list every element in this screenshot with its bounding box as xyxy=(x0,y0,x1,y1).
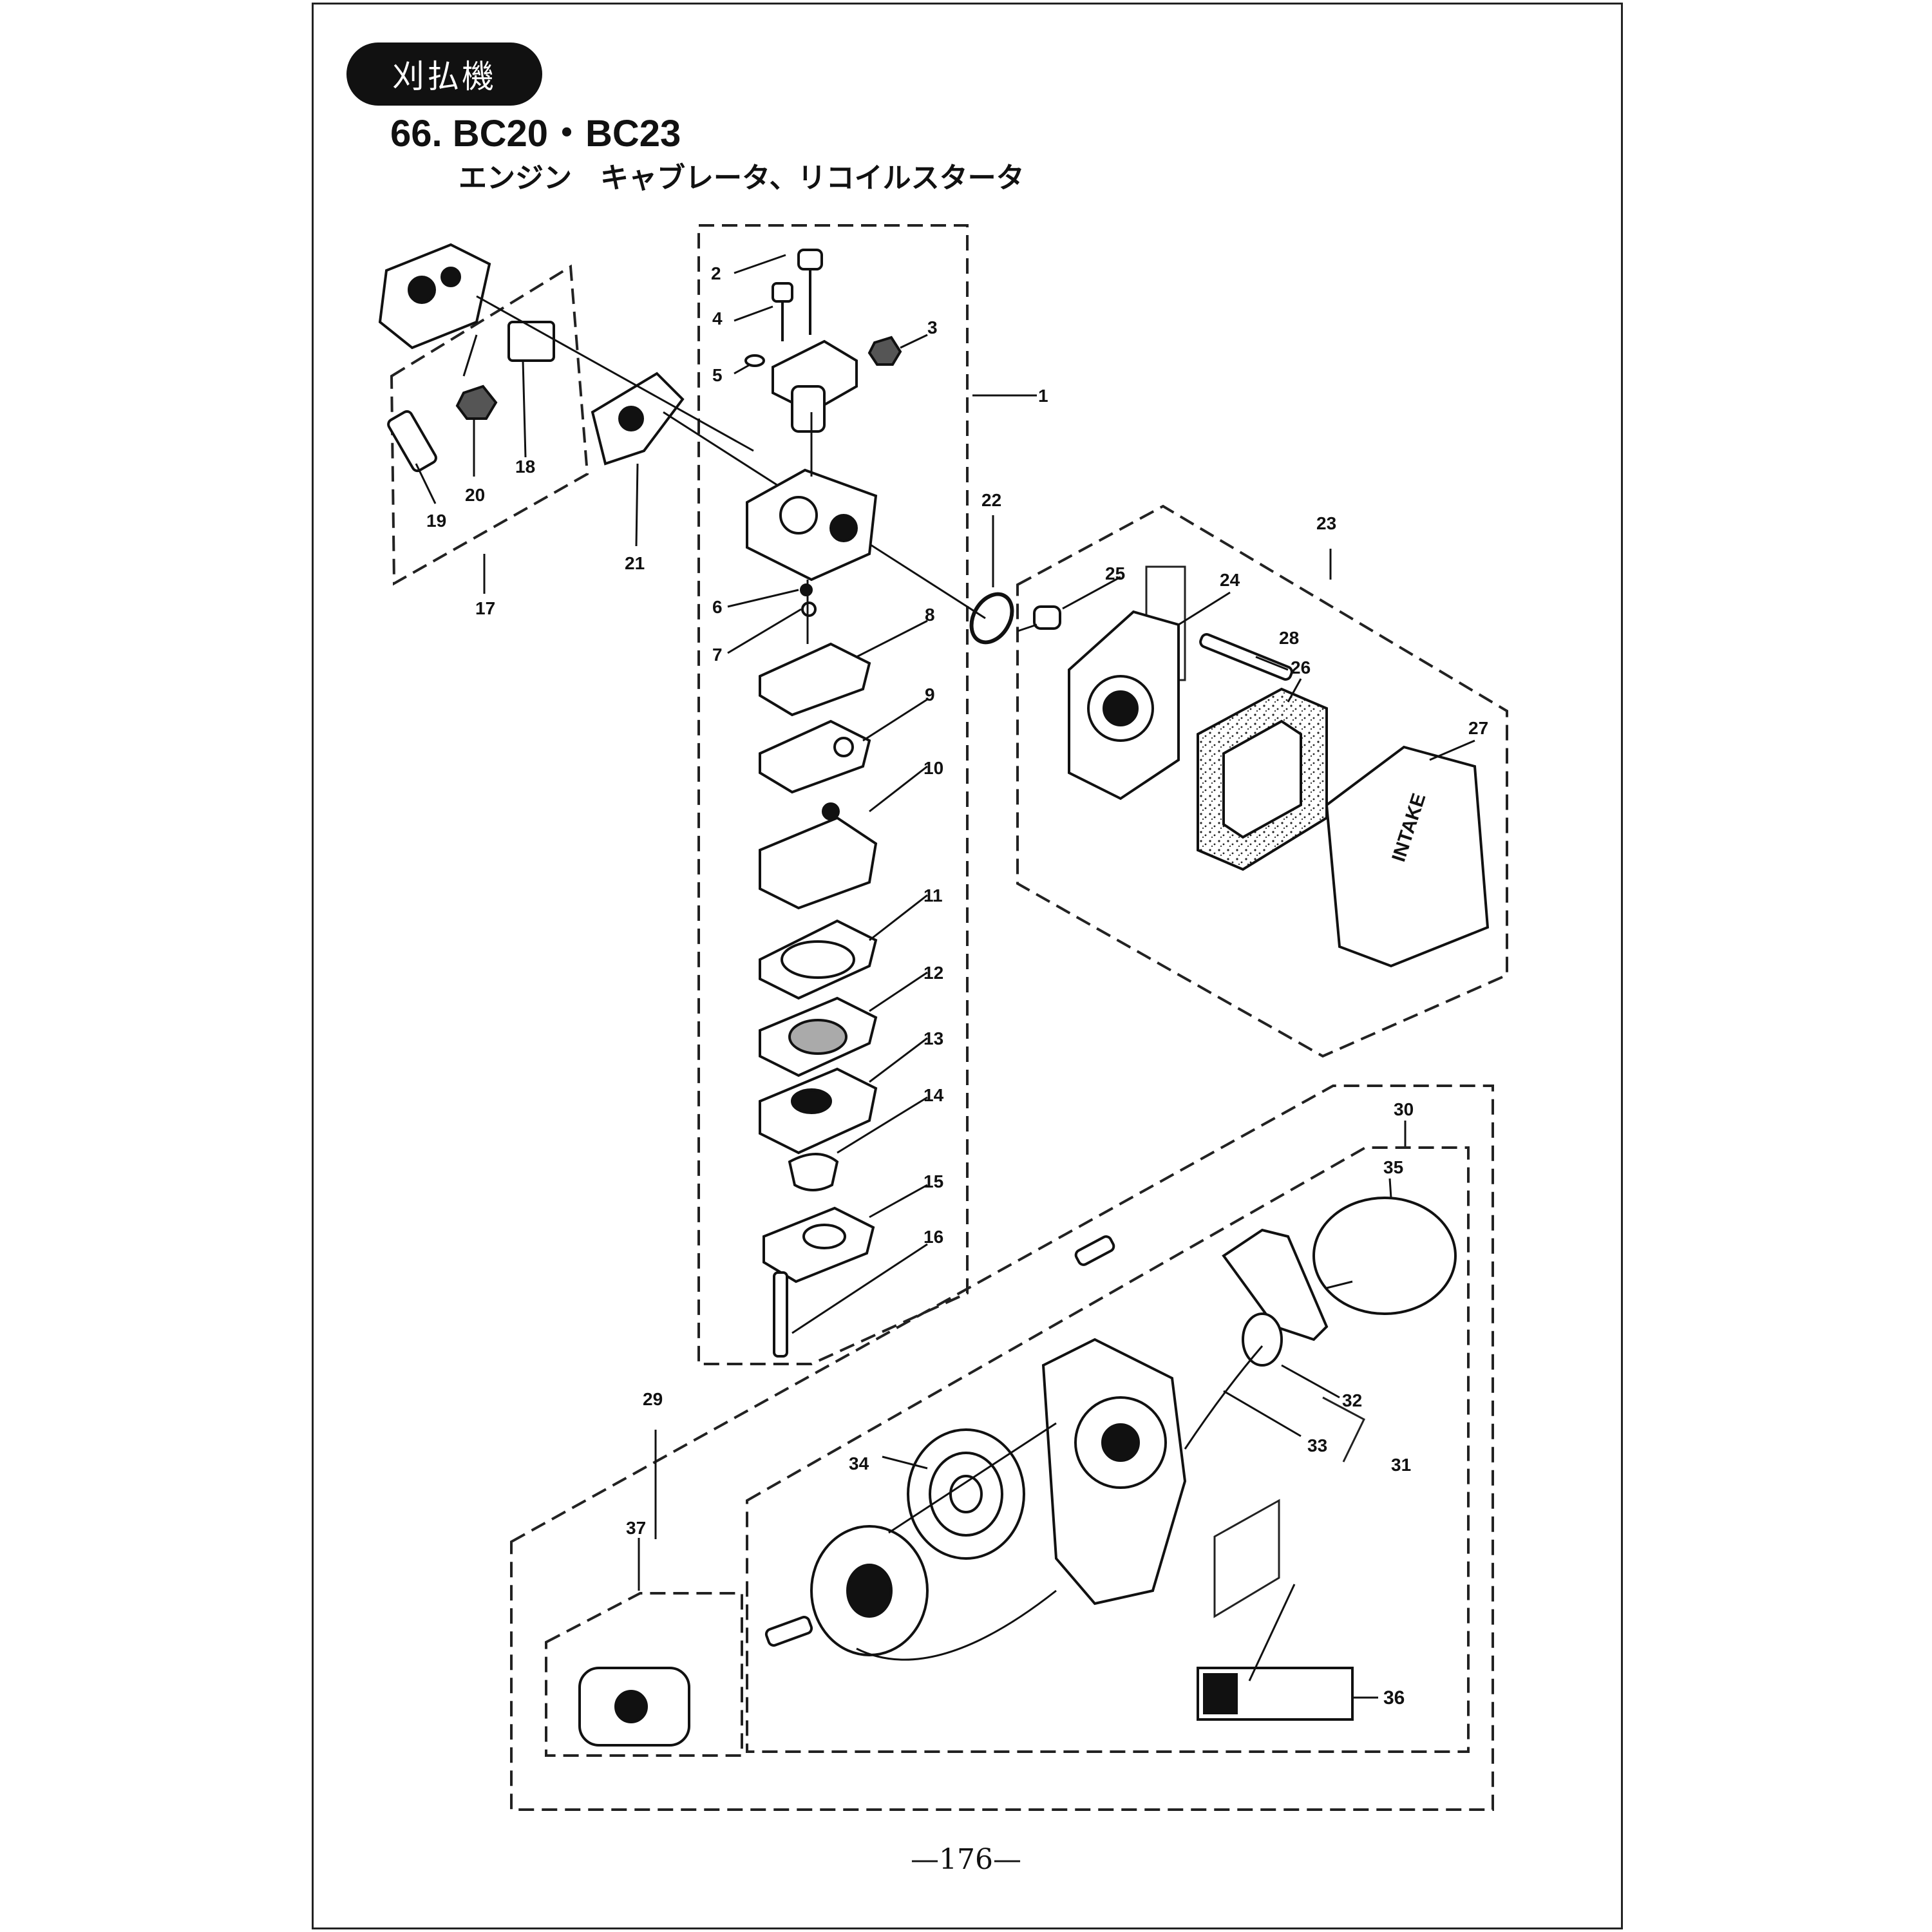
part-label-9: 9 xyxy=(925,685,935,705)
part-label-2: 2 xyxy=(711,263,721,283)
part-label-33: 33 xyxy=(1307,1435,1327,1455)
part-5-washer xyxy=(744,354,765,367)
group-outline-23 xyxy=(1016,504,1508,1058)
part-34-spring xyxy=(907,1428,1025,1560)
part-8-gasket xyxy=(759,642,871,717)
part-label-18: 18 xyxy=(515,457,535,477)
part-label-17: 17 xyxy=(475,598,495,618)
part-10-pump-body xyxy=(759,816,878,910)
part-label-3: 3 xyxy=(927,317,938,337)
part-label-11: 11 xyxy=(923,886,943,905)
part-label-13: 13 xyxy=(923,1028,943,1048)
part-6-ball xyxy=(800,583,813,596)
part-label-12: 12 xyxy=(923,963,943,983)
part-label-24: 24 xyxy=(1220,570,1240,590)
section-subtitle: エンジン キャブレータ、リコイルスタータ xyxy=(459,162,1025,194)
part-label-14: 14 xyxy=(923,1085,944,1105)
section-badge: 刈払機 xyxy=(346,43,542,106)
part-18-block xyxy=(378,243,491,350)
part-label-15: 15 xyxy=(923,1171,943,1191)
model-title: 66. BC20・BC23 xyxy=(390,113,681,155)
group-outline-1 xyxy=(697,224,969,1365)
part-label-36: 36 xyxy=(1383,1687,1405,1709)
page-number: —176— xyxy=(911,1843,1021,1876)
part-19-pin xyxy=(387,410,437,473)
part-35-plate xyxy=(1312,1197,1457,1315)
group-outlines xyxy=(390,224,1508,1811)
part-label-4: 4 xyxy=(712,308,723,328)
part-label-35: 35 xyxy=(1383,1157,1403,1177)
part-28-bolt xyxy=(1199,633,1293,681)
part-label-16: 16 xyxy=(923,1227,943,1247)
part-label-34: 34 xyxy=(849,1454,869,1473)
part-9-diaphragm xyxy=(759,719,871,794)
part-2-screw xyxy=(797,249,823,270)
part-label-31: 31 xyxy=(1391,1455,1411,1475)
group-outline-30 xyxy=(746,1146,1470,1753)
part-16-screw xyxy=(773,1271,788,1358)
air-cleaner-parts xyxy=(1033,605,1490,968)
sub-box-31 xyxy=(1322,1396,1365,1463)
starter-rope xyxy=(856,1345,1264,1661)
part-label-1: 1 xyxy=(1038,386,1048,406)
part-14-primer xyxy=(788,1153,839,1191)
part-label-27: 27 xyxy=(1468,718,1488,738)
leader-lines xyxy=(415,254,1475,1699)
part-label-32: 32 xyxy=(1342,1390,1362,1410)
starter-bolt-bottom xyxy=(764,1616,813,1647)
part-label-21: 21 xyxy=(625,553,645,573)
part-labels: 1 2 3 4 5 6 7 8 9 10 11 12 13 14 15 16 1… xyxy=(426,263,1488,1709)
part-label-20: 20 xyxy=(465,485,485,505)
part-25-collar xyxy=(1033,605,1061,630)
part-20-nut xyxy=(455,384,498,420)
part-label-29: 29 xyxy=(643,1389,663,1409)
part-31-grommet xyxy=(1242,1312,1283,1367)
group-outline-29 xyxy=(510,1084,1494,1811)
part-label-28: 28 xyxy=(1279,628,1299,648)
part-label-22: 22 xyxy=(981,490,1001,510)
part-17-assembly xyxy=(378,243,685,473)
part-3-nut xyxy=(867,336,902,366)
part-7-oring xyxy=(801,601,817,617)
part-label-23: 23 xyxy=(1316,513,1336,533)
carburetor-parts xyxy=(744,249,902,1358)
part-label-25: 25 xyxy=(1105,564,1125,583)
part-label-30: 30 xyxy=(1394,1099,1414,1119)
part-4-screw xyxy=(772,282,793,303)
part-22-oring xyxy=(969,592,1014,645)
recoil-starter-parts xyxy=(578,1197,1457,1747)
part-label-10: 10 xyxy=(923,758,943,778)
part-label-19: 19 xyxy=(426,511,446,531)
part-label-6: 6 xyxy=(712,597,723,617)
group-outline-17 xyxy=(390,264,589,586)
starter-bolt-top xyxy=(1074,1235,1115,1266)
group-outline-37 xyxy=(545,1592,743,1757)
part-label-7: 7 xyxy=(712,645,723,665)
part-27-cover xyxy=(1325,745,1490,968)
sub-box-36 xyxy=(1213,1499,1280,1618)
part-label-5: 5 xyxy=(712,365,723,385)
part-label-26: 26 xyxy=(1291,658,1311,677)
part-label-8: 8 xyxy=(925,605,935,625)
part-label-37: 37 xyxy=(626,1518,646,1538)
